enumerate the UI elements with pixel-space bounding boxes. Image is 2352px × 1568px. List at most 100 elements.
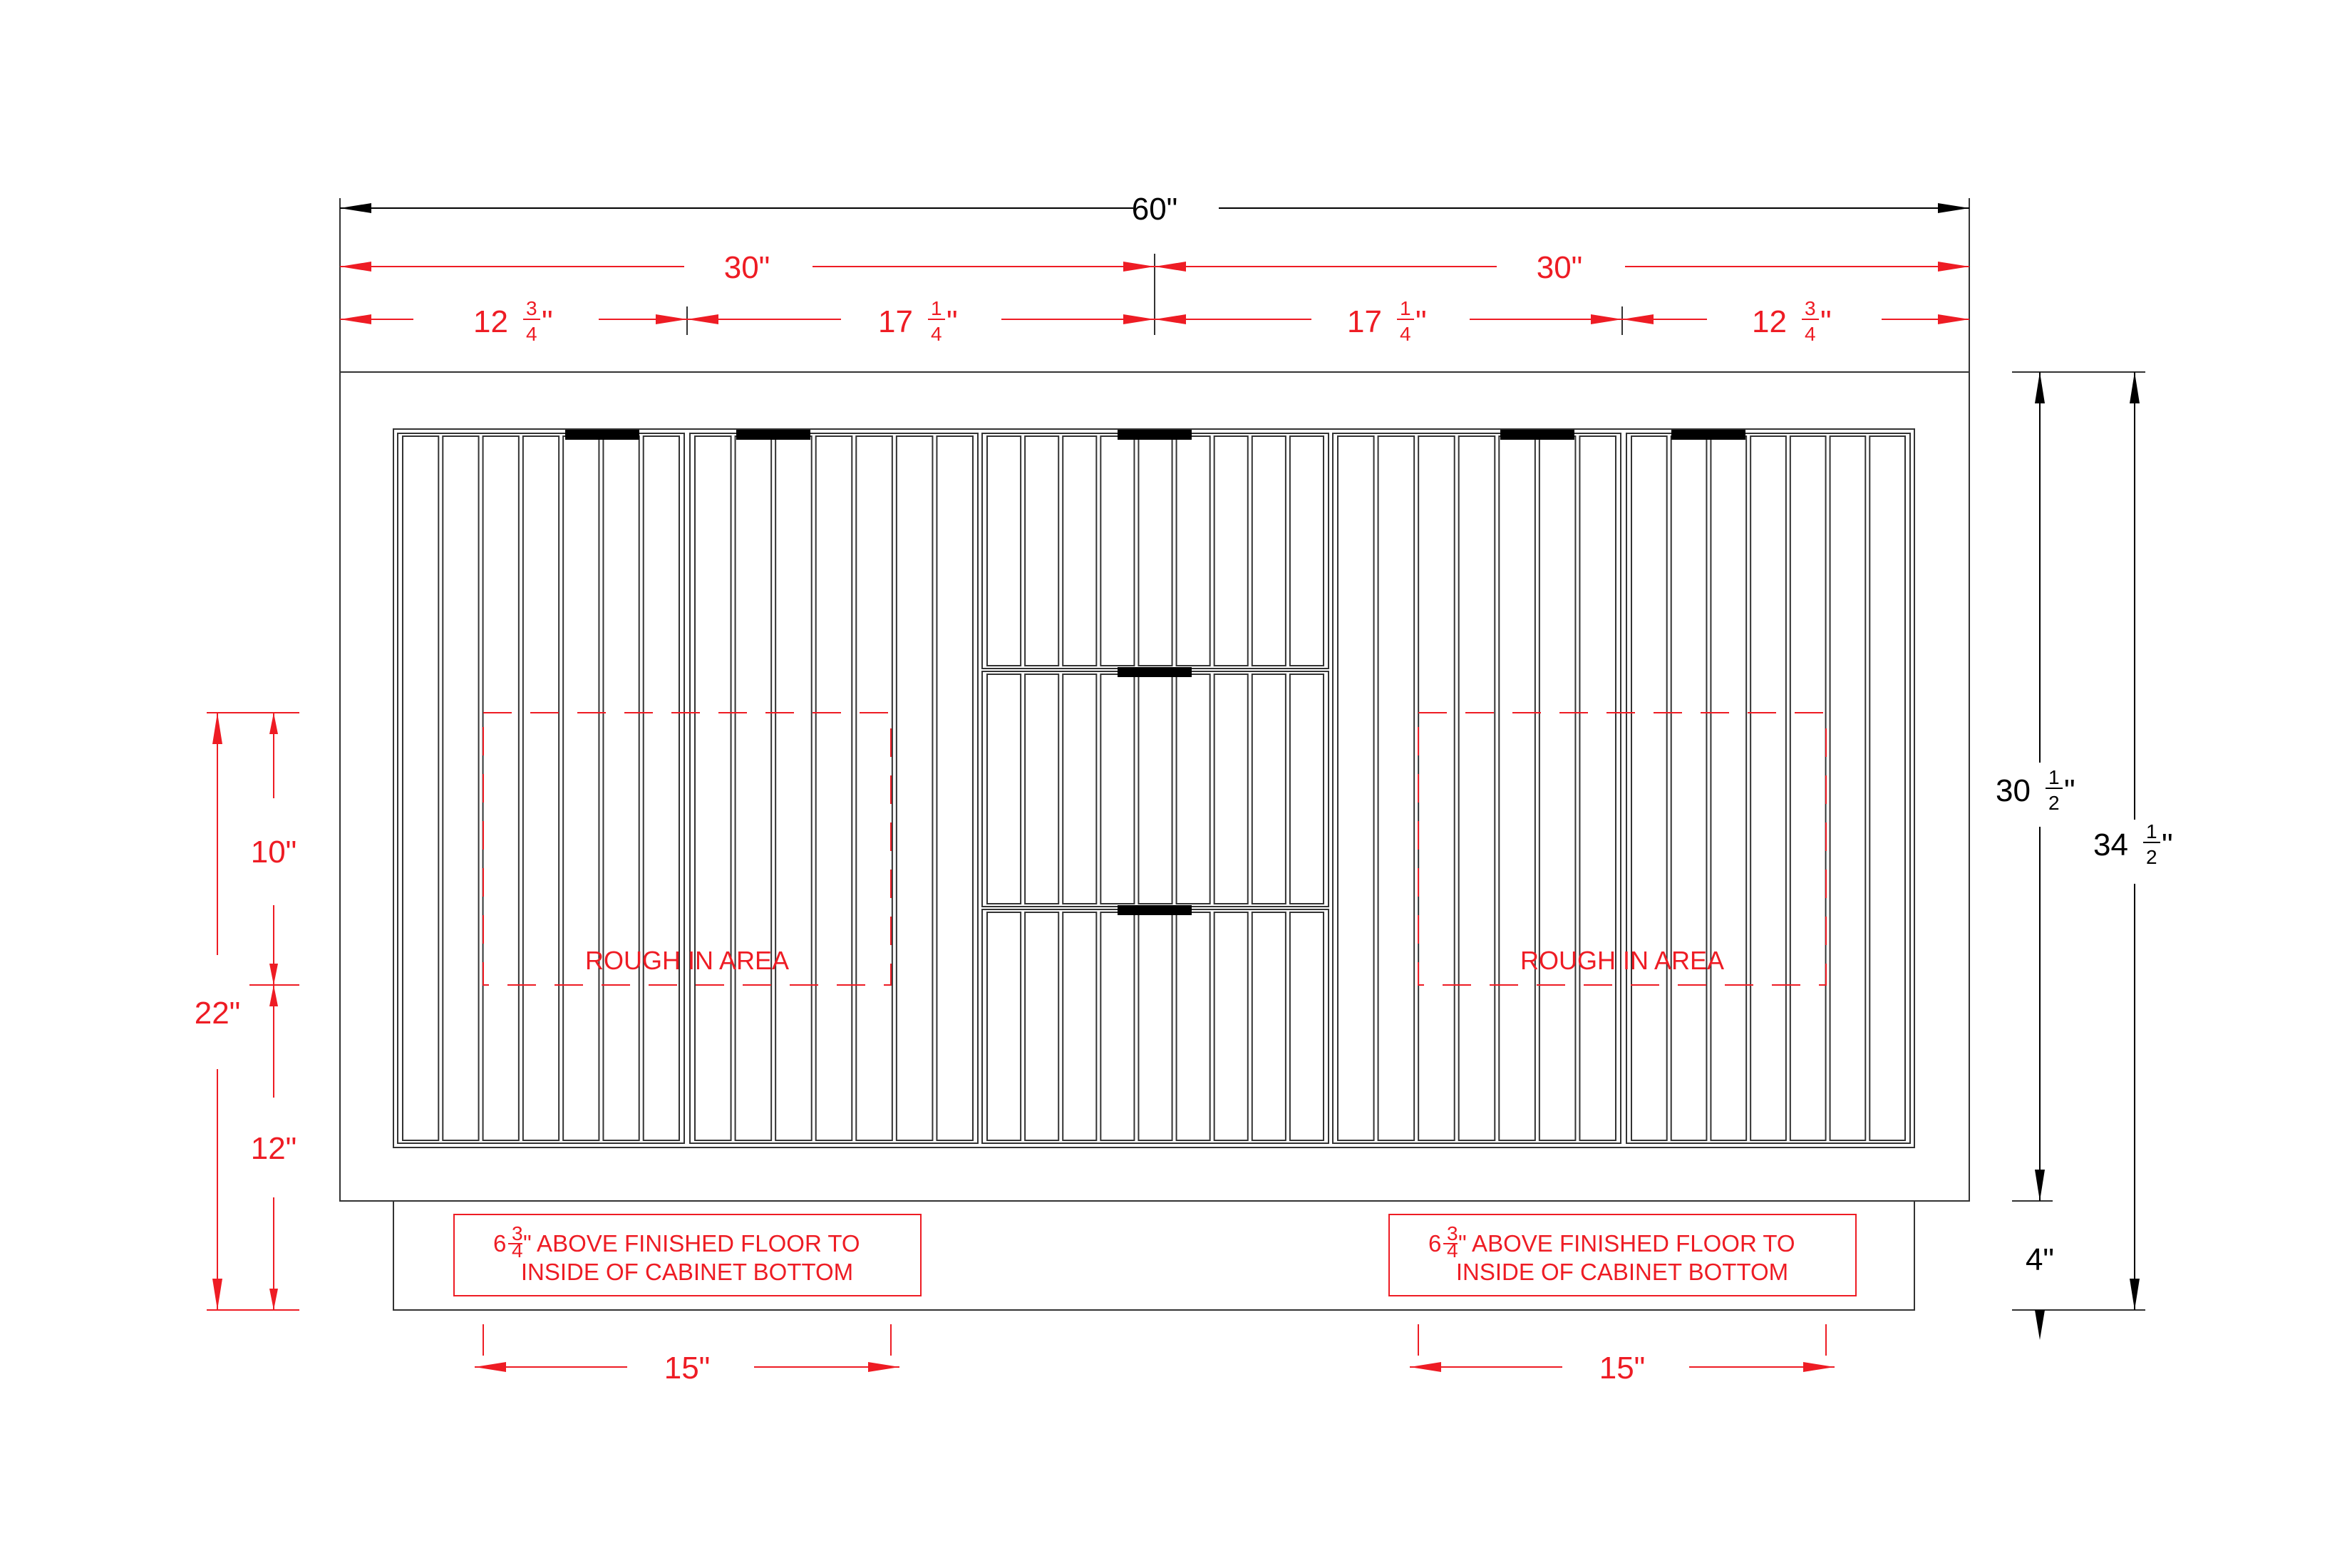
door-panel-2 [689, 433, 979, 1144]
note-left-den: 4 [512, 1239, 523, 1262]
dim-cab-height-num: 1 [2048, 766, 2060, 788]
drawer-panel-top-slat [986, 435, 1022, 666]
drawer-panel-top-slat [1289, 435, 1325, 666]
door-panel-2-slat [734, 435, 773, 1141]
note-left-line2: INSIDE OF CABINET BOTTOM [521, 1259, 853, 1285]
drawer-panel-middle-slat [1024, 674, 1060, 904]
door-panel-2-slat [694, 435, 732, 1141]
rough-in-area-right: ROUGH IN AREA [1418, 712, 1827, 986]
door-panel-4-slat [1869, 435, 1906, 1141]
drawer-panel-top-slat [1062, 435, 1098, 666]
drawer-panel-top-frame [981, 433, 1329, 669]
door-panel-3-slat [1337, 435, 1375, 1141]
dim-seg1-unit: " [542, 304, 553, 339]
dim-seg3-num: 1 [1400, 297, 1411, 319]
handle-bar [1118, 905, 1192, 915]
dim-rough-bottom-label: 12" [251, 1131, 297, 1166]
drawer-panel-bottom-slat [1062, 912, 1098, 1141]
drawer-panel-middle-slat [986, 674, 1022, 904]
dim-total-height-whole: 34 [2093, 827, 2128, 862]
dim-seg4-num: 3 [1805, 297, 1816, 319]
drawer-panel-bottom-slat [986, 912, 1022, 1141]
door-panel-3 [1332, 433, 1621, 1144]
dim-seg3-whole: 17 [1347, 304, 1382, 339]
door-panel-4-frame [1626, 433, 1911, 1144]
drawer-panel-bottom-slat [1024, 912, 1060, 1141]
note-left-whole: 6 [493, 1230, 506, 1257]
door-panel-1-slat [562, 435, 600, 1141]
door-panel-4-slat [1710, 435, 1748, 1141]
door-panel-3-slat [1458, 435, 1496, 1141]
door-panel-1-slat [602, 435, 640, 1141]
door-panel-2-frame [689, 433, 979, 1144]
drawer-panel-middle-slat [1251, 674, 1286, 904]
door-panel-2-slat [936, 435, 974, 1141]
door-panel-1-slat [482, 435, 520, 1141]
dim-cab-height-whole: 30 [1996, 773, 2031, 808]
drawer-panel-middle-slat [1062, 674, 1098, 904]
dim-toe-kick-arrow [2035, 1310, 2045, 1340]
slat-panels [397, 433, 1911, 1144]
cabinet [339, 371, 1970, 1311]
dim-rough-width-right-label: 15" [1599, 1351, 1646, 1386]
door-panel-1-slat [522, 435, 560, 1141]
door-panel-3-frame [1332, 433, 1621, 1144]
door-panel-1 [397, 433, 685, 1144]
note-right-line2: INSIDE OF CABINET BOTTOM [1456, 1259, 1788, 1285]
handle-bar [1118, 430, 1192, 440]
drawer-panel-middle-slat [1289, 674, 1325, 904]
drawer-panel-top-slat [1024, 435, 1060, 666]
rough-in-box-left [483, 712, 892, 986]
rough-in-label-left: ROUGH IN AREA [585, 946, 789, 975]
drawer-panel-middle-slat [1175, 674, 1211, 904]
note-right: 6 3 4 " ABOVE FINISHED FLOOR TO INSIDE O… [1388, 1214, 1857, 1296]
rough-height-dimensions: 22" 10" 12" [195, 712, 299, 1311]
dim-half-left-label: 30" [724, 250, 770, 285]
dim-seg2-whole: 17 [878, 304, 913, 339]
handle-bar [565, 430, 639, 440]
drawer-panel-bottom-slat [1289, 912, 1325, 1141]
note-right-num: 3 [1447, 1222, 1458, 1244]
dim-half-right-label: 30" [1537, 250, 1583, 285]
door-panel-2-slat [855, 435, 893, 1141]
drawer-panel-middle [981, 671, 1329, 907]
dim-total-height-num: 1 [2146, 820, 2157, 842]
door-panel-3-slat [1538, 435, 1577, 1141]
door-panel-4-slat [1829, 435, 1867, 1141]
door-panel-2-slat [815, 435, 853, 1141]
dim-seg1-whole: 12 [473, 304, 508, 339]
door-panel-4-slat [1631, 435, 1668, 1141]
drawer-panel-bottom-slat [1213, 912, 1249, 1141]
dim-seg2-den: 4 [931, 323, 942, 345]
countertop-cabinet-outline [339, 371, 1970, 1202]
door-panel-1-slat [402, 435, 440, 1141]
dim-total-height-unit: " [2162, 827, 2173, 862]
drawer-panel-bottom-slat [1251, 912, 1286, 1141]
door-panel-1-slat [642, 435, 681, 1141]
drawer-panel-top-slat [1100, 435, 1135, 666]
note-box-left [453, 1214, 922, 1296]
height-dimensions: 30 1 2 " 34 1 2 " 4" [1996, 371, 2173, 1340]
note-left-num: 3 [512, 1222, 523, 1244]
drawer-panel-top-slat [1213, 435, 1249, 666]
dim-rough-floor-label: 22" [195, 996, 241, 1031]
drawer-panel-top-slat [1175, 435, 1211, 666]
dim-seg3-den: 4 [1400, 323, 1411, 345]
door-panel-2-slat [895, 435, 934, 1141]
note-box-right [1388, 1214, 1857, 1296]
door-panel-2-slat [775, 435, 813, 1141]
rough-width-dimensions: 15" 15" [475, 1324, 1835, 1386]
door-panel-1-slat [442, 435, 480, 1141]
rough-in-box-right [1418, 712, 1827, 986]
dim-rough-height-label: 10" [251, 835, 297, 870]
dim-seg2-num: 1 [931, 297, 942, 319]
drawer-panel-middle-frame [981, 671, 1329, 907]
door-panel-3-slat [1418, 435, 1455, 1141]
toe-kick-base [393, 1200, 1915, 1311]
dim-total-height-den: 2 [2146, 846, 2157, 868]
drawer-panel-top [981, 433, 1329, 669]
door-panel-4-slat [1670, 435, 1708, 1141]
drawer-panel-top-slat [1138, 435, 1173, 666]
door-panel-4-slat [1789, 435, 1827, 1141]
drawer-handles [565, 430, 1745, 915]
